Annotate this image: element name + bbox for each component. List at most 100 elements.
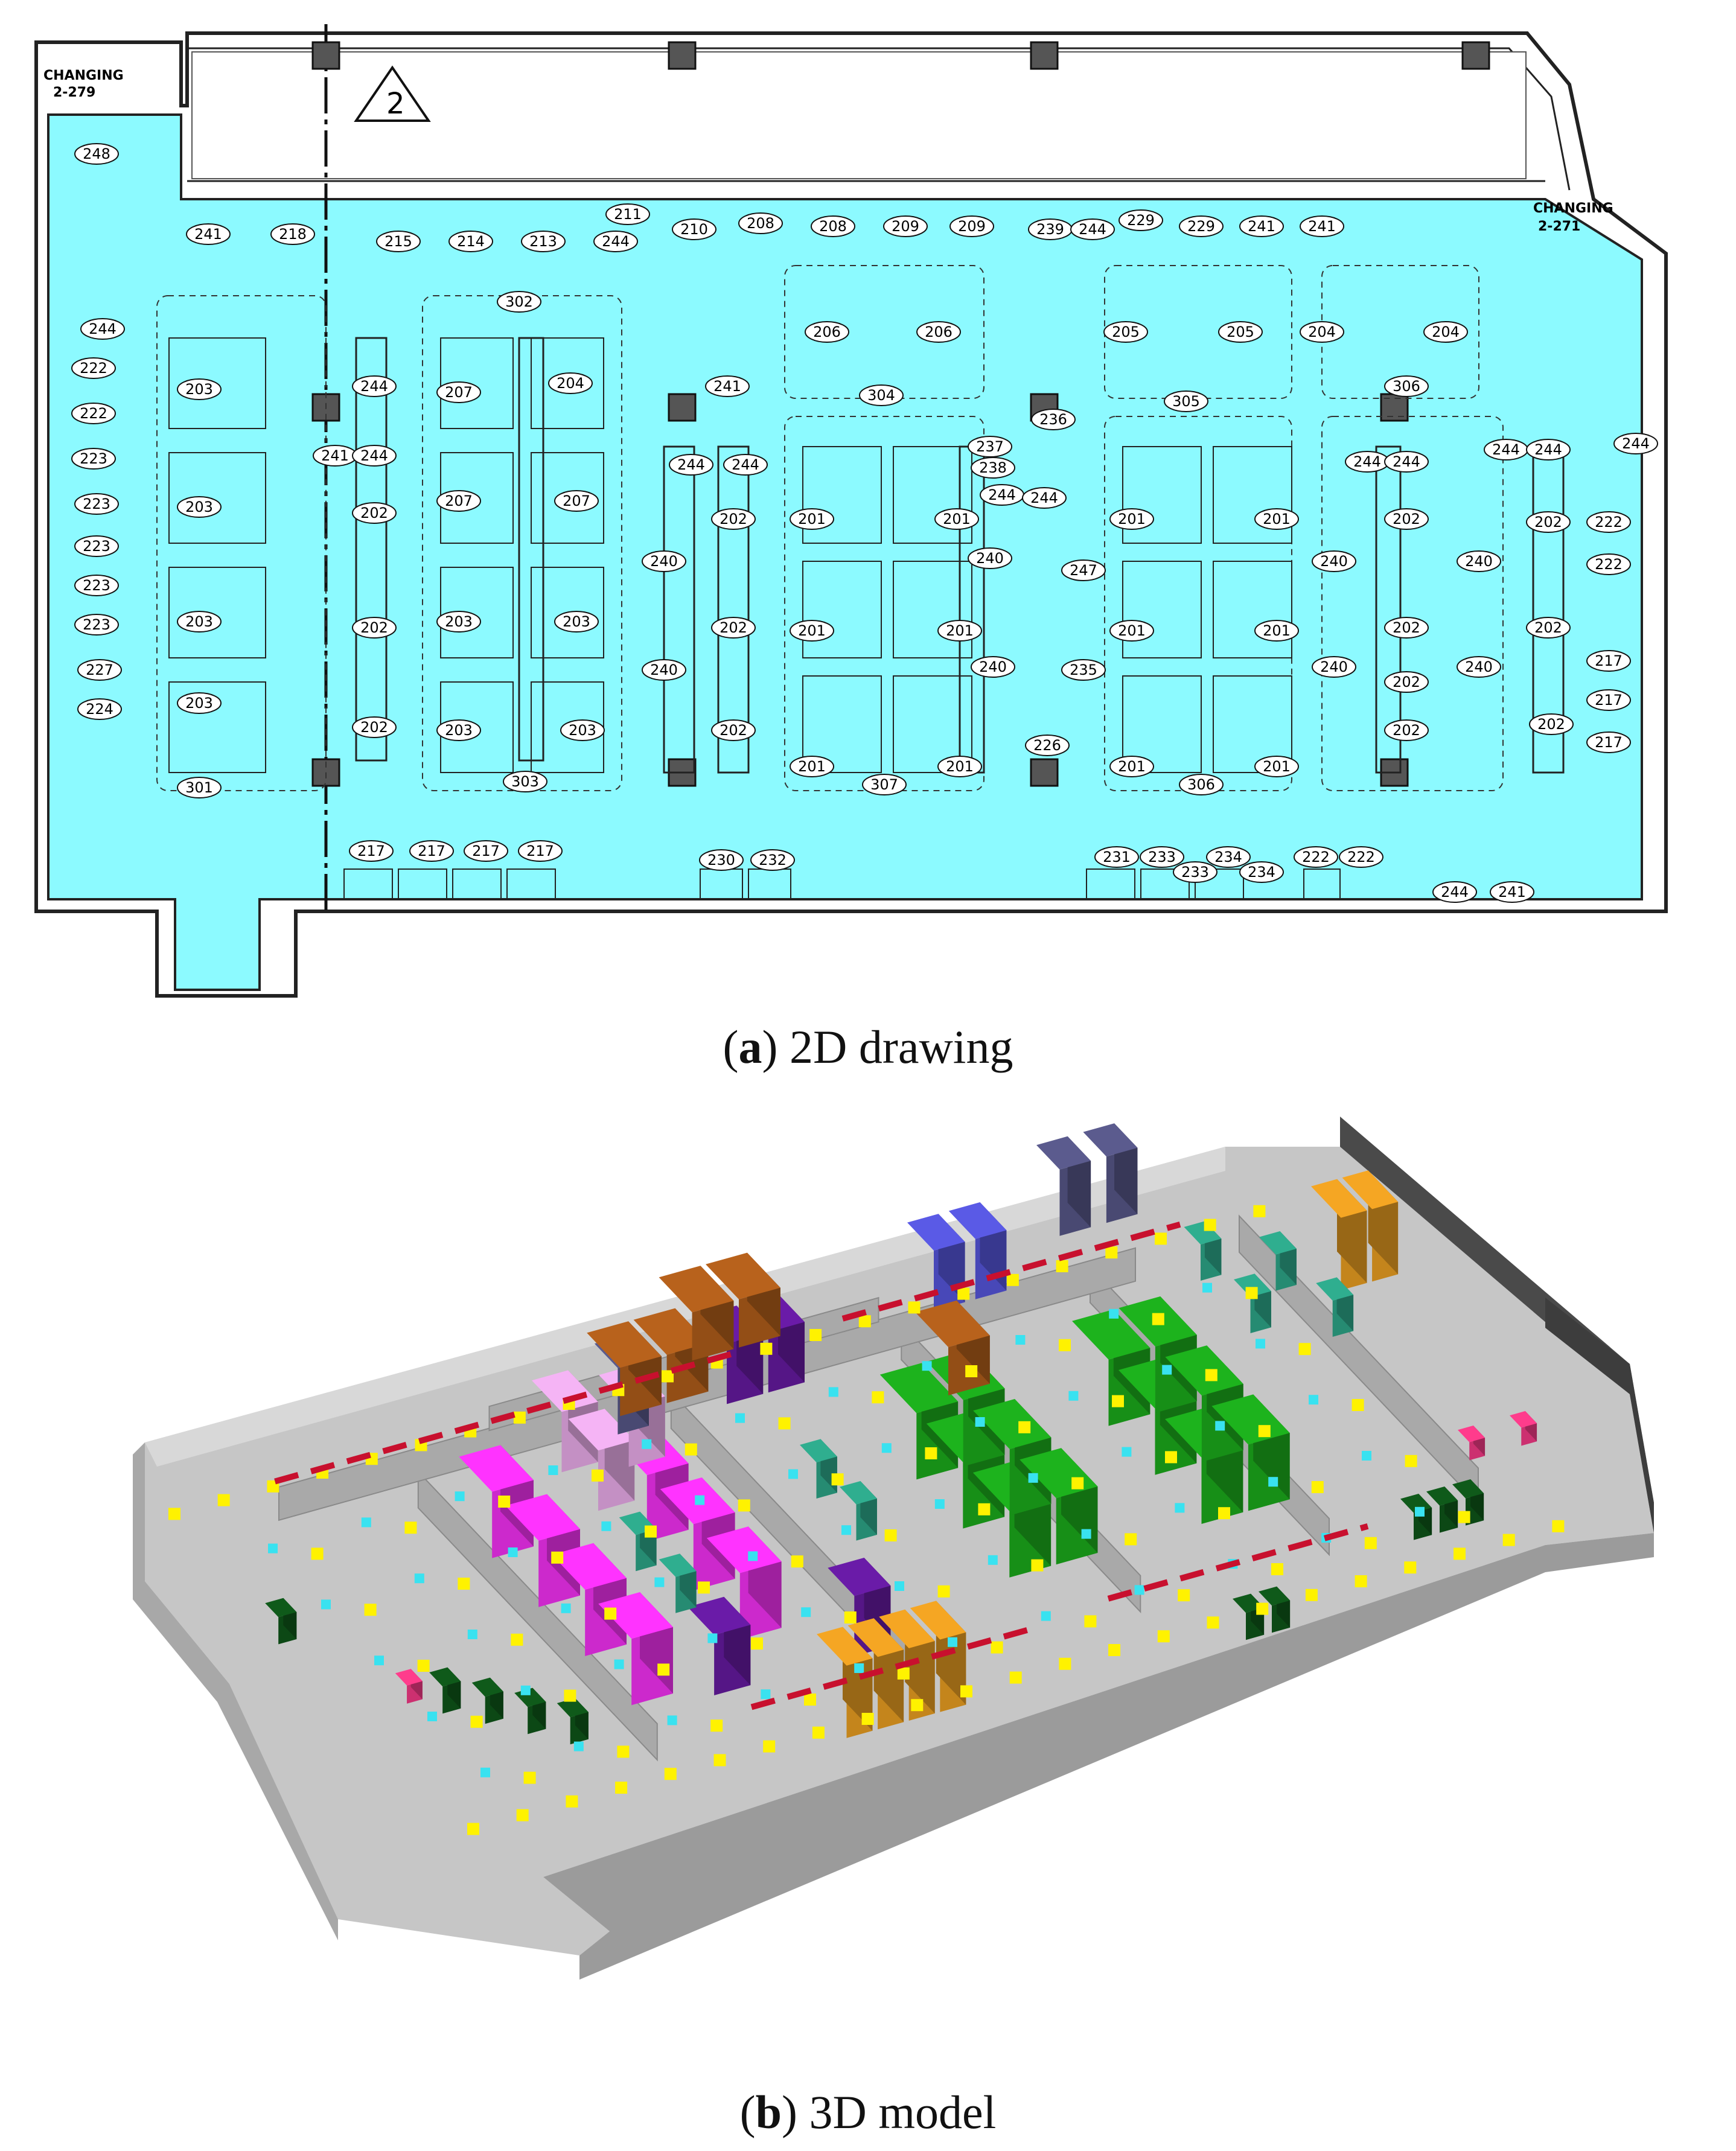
plan-tool-zone bbox=[156, 295, 327, 791]
model-back-partition bbox=[278, 1247, 1136, 1522]
floor-marker bbox=[854, 1663, 864, 1673]
plan-tag: 240 bbox=[1312, 656, 1356, 678]
floor-marker bbox=[1218, 1507, 1230, 1520]
plan-tag: 222 bbox=[1586, 511, 1631, 533]
caption-b-letter: b bbox=[755, 2086, 782, 2138]
purple-equipment bbox=[741, 1294, 805, 1393]
changing-right-number: 2-271 bbox=[1538, 219, 1580, 234]
floor-marker bbox=[1309, 1395, 1318, 1405]
plan-tag-label: 223 bbox=[80, 450, 107, 467]
plan-equipment bbox=[1213, 446, 1292, 544]
plan-tag-label: 217 bbox=[1595, 652, 1623, 669]
floor-marker bbox=[788, 1469, 798, 1479]
plan-tag: 232 bbox=[750, 849, 795, 871]
plan-tag-label: 202 bbox=[360, 505, 388, 521]
floor-marker bbox=[1215, 1421, 1225, 1431]
plan-tag-label: 217 bbox=[357, 843, 385, 859]
plan-column bbox=[311, 41, 340, 70]
plan-tag-label: 237 bbox=[976, 438, 1004, 455]
plan-tag-label: 201 bbox=[946, 758, 974, 775]
plan-tag: 202 bbox=[711, 508, 756, 530]
dark-green-equipment bbox=[429, 1667, 461, 1714]
plan-tag-label: 248 bbox=[83, 145, 110, 162]
plan-tag: 201 bbox=[1254, 508, 1299, 530]
plan-tag-label: 201 bbox=[1263, 758, 1291, 775]
plan-tag: 217 bbox=[1586, 650, 1631, 672]
plan-tag: 201 bbox=[937, 756, 982, 777]
plan-equipment bbox=[1122, 561, 1202, 658]
plan-tag-label: 202 bbox=[1393, 674, 1420, 690]
plan-equipment bbox=[168, 452, 266, 544]
plan-tag-label: 217 bbox=[472, 843, 500, 859]
blue-equipment bbox=[907, 1214, 965, 1311]
plan-storage bbox=[1140, 868, 1190, 900]
plan-tag-label: 223 bbox=[83, 577, 110, 594]
floor-marker bbox=[911, 1699, 924, 1712]
model-partition bbox=[901, 1322, 1141, 1614]
plan-tag: 231 bbox=[1094, 846, 1139, 868]
floor-marker bbox=[654, 1577, 665, 1587]
plan-tag: 222 bbox=[1339, 846, 1383, 868]
caption-b: (b) 3D model bbox=[739, 2086, 997, 2138]
plan-tag: 203 bbox=[177, 692, 222, 714]
floor-marker bbox=[1084, 1615, 1097, 1628]
plan-tag-label: 240 bbox=[1465, 553, 1493, 570]
plan-tag: 244 bbox=[980, 484, 1024, 506]
floor-marker bbox=[548, 1465, 558, 1475]
floor-marker bbox=[467, 1823, 479, 1835]
plan-tag: 214 bbox=[448, 231, 493, 252]
plan-tag-label: 244 bbox=[732, 456, 759, 473]
plan-tag-label: 240 bbox=[976, 550, 1004, 567]
orange-equipment bbox=[847, 1618, 904, 1730]
plan-tag: 202 bbox=[1526, 617, 1571, 639]
green-equipment bbox=[972, 1461, 1051, 1578]
plan-tag-label: 227 bbox=[86, 661, 113, 678]
plan-tag: 205 bbox=[1218, 321, 1263, 343]
floor-marker bbox=[1204, 1219, 1216, 1231]
brown-equipment bbox=[633, 1308, 709, 1403]
floor-marker bbox=[321, 1599, 331, 1610]
plan-tag-label: 241 bbox=[194, 226, 222, 243]
plan-equipment bbox=[893, 561, 972, 658]
plan-tag-label: 240 bbox=[650, 661, 678, 678]
plan-tag-label: 213 bbox=[529, 233, 557, 250]
magenta-equipment bbox=[598, 1592, 673, 1706]
plan-tag-label: 217 bbox=[418, 843, 445, 859]
floor-marker bbox=[735, 1413, 745, 1423]
plan-tag: 208 bbox=[738, 212, 783, 234]
plan-equipment bbox=[1122, 446, 1202, 544]
floor-marker bbox=[844, 1611, 857, 1624]
plan-tag: 223 bbox=[74, 614, 119, 636]
plan-tag: 211 bbox=[605, 203, 650, 225]
floor-marker bbox=[1245, 1287, 1258, 1299]
plan-tag: 201 bbox=[790, 620, 834, 642]
green-equipment bbox=[1165, 1407, 1243, 1524]
plan-tag: 205 bbox=[1103, 321, 1148, 343]
pink-marker-block bbox=[395, 1669, 423, 1704]
floor-marker bbox=[667, 1715, 677, 1726]
green-equipment bbox=[1072, 1309, 1150, 1426]
floor-marker bbox=[1081, 1529, 1091, 1539]
plan-tag: 224 bbox=[77, 698, 122, 720]
floor-marker bbox=[1253, 1205, 1266, 1217]
floor-marker bbox=[978, 1503, 991, 1515]
plan-tag-label: 201 bbox=[798, 622, 826, 639]
brown-equipment bbox=[659, 1266, 734, 1361]
plan-tag: 241 bbox=[1239, 215, 1284, 237]
floor-marker bbox=[604, 1607, 617, 1620]
floor-marker bbox=[1271, 1563, 1283, 1575]
plan-tag: 244 bbox=[1345, 451, 1390, 473]
plan-equipment bbox=[531, 337, 604, 429]
plan-tag: 237 bbox=[968, 436, 1012, 457]
plan-tag: 201 bbox=[934, 508, 979, 530]
plan-tag: 201 bbox=[1254, 756, 1299, 777]
plan-tag-label: 305 bbox=[1172, 393, 1200, 410]
plan-tag-label: 224 bbox=[86, 701, 113, 718]
plan-tag: 202 bbox=[1384, 671, 1429, 693]
plan-tag-label: 201 bbox=[943, 511, 971, 527]
magenta-equipment bbox=[459, 1445, 534, 1558]
floor-marker bbox=[1071, 1477, 1084, 1490]
plan-tag-label: 202 bbox=[360, 619, 388, 636]
plan-tag: 223 bbox=[71, 448, 116, 470]
